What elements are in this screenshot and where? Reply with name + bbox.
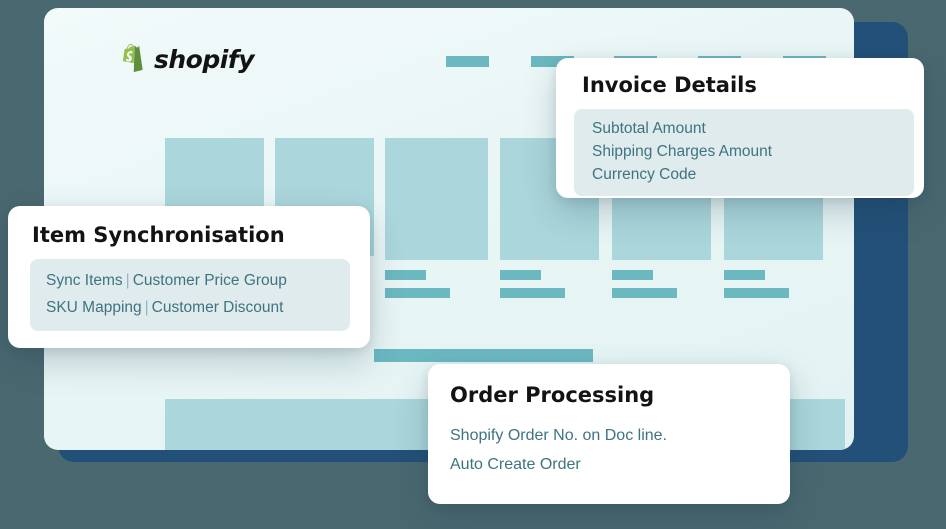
item-synchronisation-list: Sync Items|Customer Price Group SKU Mapp… [30, 259, 350, 332]
invoice-detail-item: Currency Code [592, 166, 697, 184]
nav-pill-2[interactable] [531, 56, 574, 67]
order-processing-list: Shopify Order No. on Doc line. Auto Crea… [450, 421, 790, 479]
sync-feature-row: Sync Items|Customer Price Group [46, 267, 350, 294]
order-feature-item: Shopify Order No. on Doc line. [450, 427, 667, 445]
sync-feature-left: Sync Items [46, 272, 123, 290]
shopify-wordmark: shopify [154, 44, 255, 74]
invoice-details-card: Invoice Details Subtotal Amount Shipping… [556, 58, 924, 198]
item-synchronisation-card: Item Synchronisation Sync Items|Customer… [8, 206, 370, 348]
invoice-details-list: Subtotal Amount Shipping Charges Amount … [574, 109, 914, 197]
sync-feature-right: Customer Price Group [132, 272, 287, 290]
tile-meta-bar [724, 288, 789, 298]
order-processing-card: Order Processing Shopify Order No. on Do… [428, 364, 790, 504]
invoice-detail-item: Subtotal Amount [592, 120, 706, 138]
tile-label-bar [724, 270, 765, 280]
tile-meta-bar [385, 288, 450, 298]
tile-label-bar [500, 270, 541, 280]
sync-feature-right: Customer Discount [151, 299, 284, 317]
order-feature-item: Auto Create Order [450, 456, 581, 474]
nav-pill-1[interactable] [446, 56, 489, 67]
order-processing-title: Order Processing [450, 383, 655, 407]
shopify-brand: shopify [120, 44, 255, 74]
invoice-detail-item: Shipping Charges Amount [592, 143, 773, 161]
tile-label-bar [385, 270, 426, 280]
sync-feature-row: SKU Mapping|Customer Discount [46, 294, 350, 321]
tile-meta-bar [500, 288, 565, 298]
sync-separator-icon: | [125, 272, 130, 290]
tile-label-bar [612, 270, 653, 280]
section-heading-bar [374, 349, 593, 362]
invoice-details-title: Invoice Details [582, 73, 757, 97]
item-synchronisation-title: Item Synchronisation [32, 223, 285, 247]
shopify-bag-icon [120, 44, 146, 74]
sync-feature-left: SKU Mapping [46, 299, 142, 317]
tile-meta-bar [612, 288, 677, 298]
sync-separator-icon: | [144, 299, 149, 317]
grid-tile [385, 138, 488, 260]
